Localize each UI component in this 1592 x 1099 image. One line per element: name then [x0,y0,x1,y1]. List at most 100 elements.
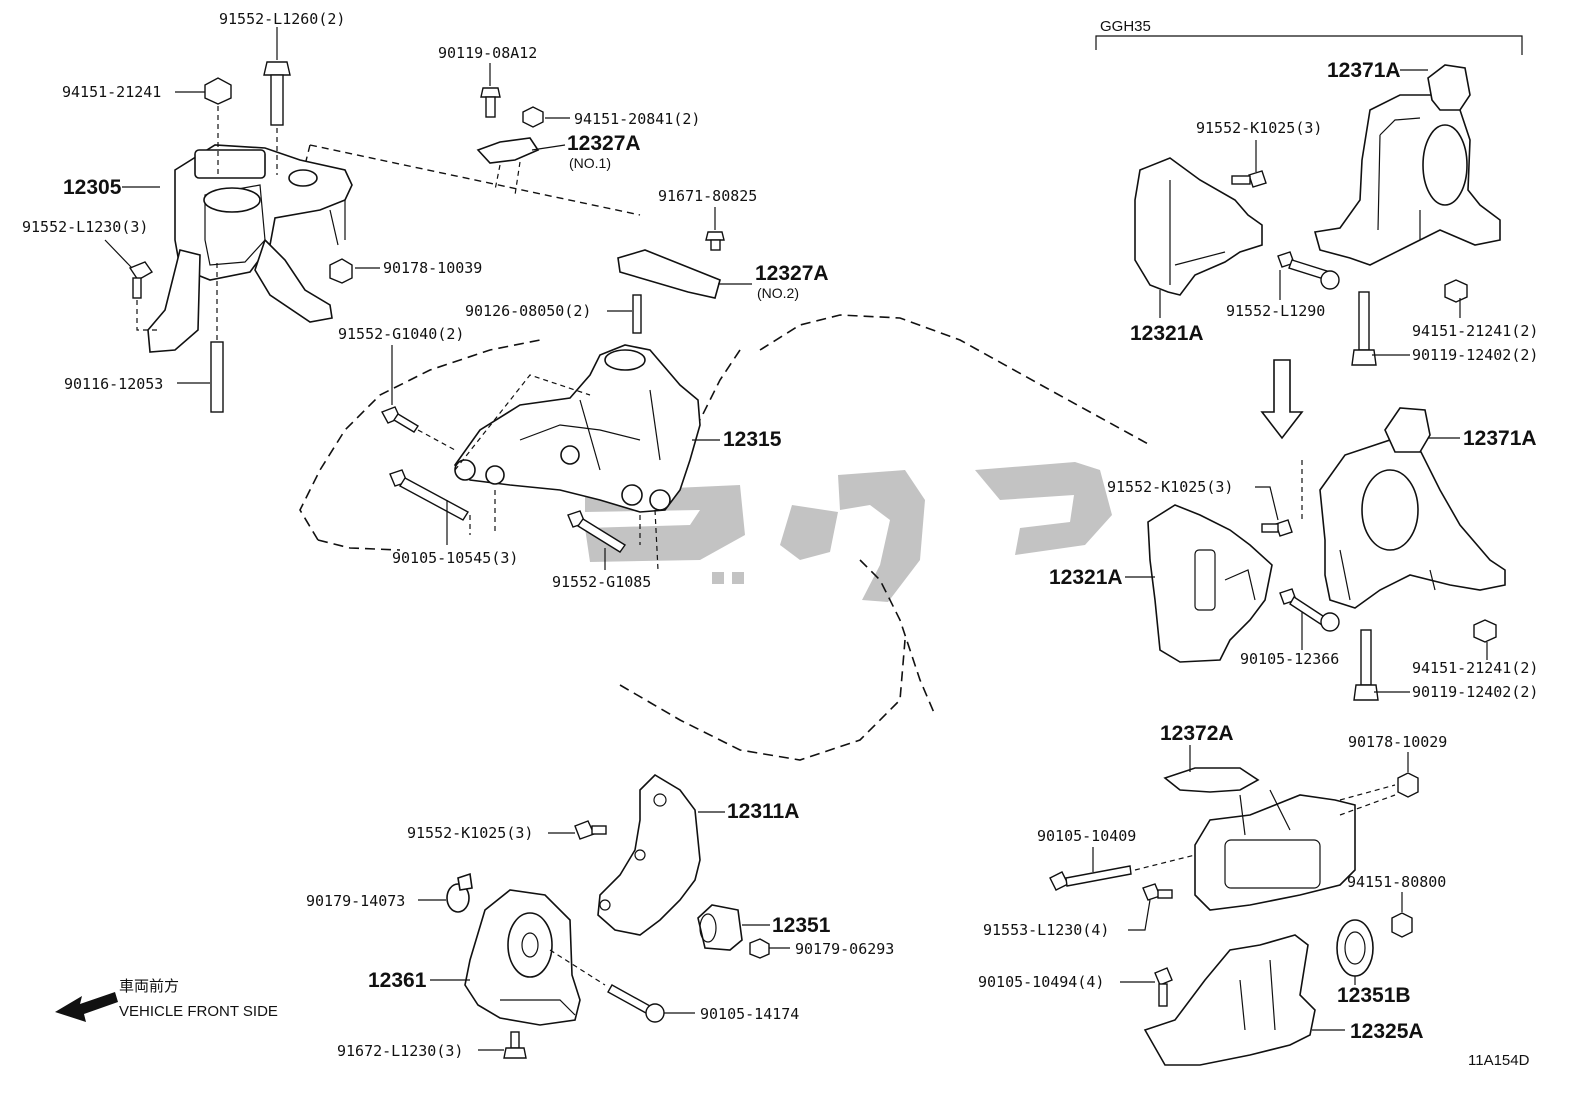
bolt-91672-L1230-drawing [503,1031,527,1059]
label-90179-14073: 90179-14073 [306,892,405,910]
label-91671-80825: 91671-80825 [658,187,757,205]
label-90119-12402-a: 90119-12402(2) [1412,346,1538,364]
nut-94151-21241-b-drawing [1473,619,1497,643]
label-91553-L1230: 91553-L1230(4) [983,921,1109,939]
mount-12372A-drawing [1163,767,1356,911]
bolt-90105-12366-drawing [1279,588,1340,632]
label-90105-12366: 90105-12366 [1240,650,1339,668]
label-12371A-a: 12371A [1327,59,1401,82]
mount-12305-drawing [147,144,353,353]
label-90178-10029: 90178-10029 [1348,733,1447,751]
mount-12361-drawing [464,889,581,1026]
bolt-91553-L1230-drawing [1142,883,1173,901]
bolt-90119-12402-a-drawing [1351,291,1377,366]
nut-90178-10029-drawing [1397,772,1419,798]
label-12351B: 12351B [1337,984,1411,1007]
bolt-91552-L1260-drawing [263,61,291,175]
label-91552-L1230: 91552-L1230(3) [22,218,148,236]
nut-94151-21241-top-drawing [204,77,232,175]
label-94151-21241-top: 94151-21241 [62,83,161,101]
label-91672-L1230: 91672-L1230(3) [337,1042,463,1060]
diagram-code: 11A154D [1468,1052,1530,1069]
bolt-90105-10409-drawing [1049,865,1132,891]
label-90126-08050: 90126-08050(2) [465,302,591,320]
label-90179-06293: 90179-06293 [795,940,894,958]
bolt-91552-K1025-a-drawing [1231,170,1267,188]
bushing-12351-drawing [697,904,743,951]
label-91552-K1025-c: 91552-K1025(3) [407,824,533,842]
bolt-91552-L1230-drawing [128,261,160,331]
bracket-12321A-a-drawing [1134,157,1263,296]
bracket-12325A-drawing [1143,934,1316,1066]
arrow-down [1260,359,1304,440]
label-12321A-b: 12321A [1049,566,1123,589]
label-94151-20841: 94151-20841(2) [574,110,700,128]
bracket-12327A-no1-drawing [476,137,540,196]
label-no2: (NO.2) [757,285,799,301]
label-91552-K1025-b: 91552-K1025(3) [1107,478,1233,496]
stud-90116-12053-drawing [210,260,224,413]
label-90178-10039: 90178-10039 [383,259,482,277]
label-94151-21241-b: 94151-21241(2) [1412,659,1538,677]
plug-90179-14073-drawing [446,872,473,913]
label-12351: 12351 [772,914,831,937]
direction-label-en: VEHICLE FRONT SIDE [119,1003,278,1020]
label-94151-80800: 94151-80800 [1347,873,1446,891]
bolt-90119-12402-b-drawing [1353,629,1379,701]
label-12327A-no1: 12327A [567,132,641,155]
ggh35-bracket [1095,35,1523,55]
nut-94151-80800-drawing [1391,912,1413,938]
label-91552-G1085: 91552-G1085 [552,573,651,591]
label-91552-G1040: 91552-G1040(2) [338,325,464,343]
nut-94151-20841-drawing [522,106,544,128]
label-90105-10494: 90105-10494(4) [978,973,1104,991]
bracket-12315-drawing [453,344,701,513]
label-12315: 12315 [723,428,782,451]
direction-label-jp: 車両前方 [119,978,179,995]
label-90119-08A12: 90119-08A12 [438,44,537,62]
label-ggh35: GGH35 [1100,18,1151,35]
bushing-12351B-drawing [1336,919,1374,977]
labels: 91552-L1260(2) 94151-21241 12305 91552-L… [22,10,1538,1069]
bolt-90105-10494-drawing [1154,967,1173,1007]
label-91552-K1025-a: 91552-K1025(3) [1196,119,1322,137]
engine-outline [299,144,1151,761]
bolt-90119-08A12-drawing [480,87,501,118]
label-12305: 12305 [63,176,122,199]
label-90119-12402-b: 90119-12402(2) [1412,683,1538,701]
label-12327A-no2: 12327A [755,262,829,285]
bolt-91671-80825-drawing [705,231,725,251]
label-12321A-a: 12321A [1130,322,1204,345]
vehicle-front-arrow [55,992,118,1022]
bolt-91552-K1025-c-drawing [574,820,607,840]
label-91552-L1290: 91552-L1290 [1226,302,1325,320]
nut-90178-10039-drawing [329,258,353,284]
label-12325A: 12325A [1350,1020,1424,1043]
bracket-12311A-drawing [597,773,701,936]
label-12311A: 12311A [727,800,799,823]
label-90105-10409: 90105-10409 [1037,827,1136,845]
bolt-91552-L1290-drawing [1277,251,1340,290]
label-90105-10545: 90105-10545(3) [392,549,518,567]
bracket-12321A-b-drawing [1147,504,1273,663]
bolt-91552-K1025-b-drawing [1261,519,1293,537]
label-94151-21241-a: 94151-21241(2) [1412,322,1538,340]
bolt-90105-14174-drawing [549,949,665,1023]
label-90105-14174: 90105-14174 [700,1005,799,1023]
bolt-91552-G1040-drawing [381,406,456,451]
mount-12371A-b-drawing [1319,407,1506,609]
leader-lines [104,27,1488,1051]
label-no1: (NO.1) [569,155,611,171]
label-12372A: 12372A [1160,722,1234,745]
label-91552-L1260: 91552-L1260(2) [219,10,345,28]
nut-90179-06293-drawing [749,938,770,959]
mount-12371A-a-drawing [1313,64,1501,266]
label-12371A-b: 12371A [1463,427,1537,450]
bolt-91552-G1085-drawing [567,509,659,571]
bracket-12327A-no2-drawing [617,249,721,299]
stud-90126-08050-drawing [632,294,642,334]
label-12361: 12361 [368,969,427,992]
label-90116-12053: 90116-12053 [64,375,163,393]
nut-94151-21241-a-drawing [1444,279,1468,303]
